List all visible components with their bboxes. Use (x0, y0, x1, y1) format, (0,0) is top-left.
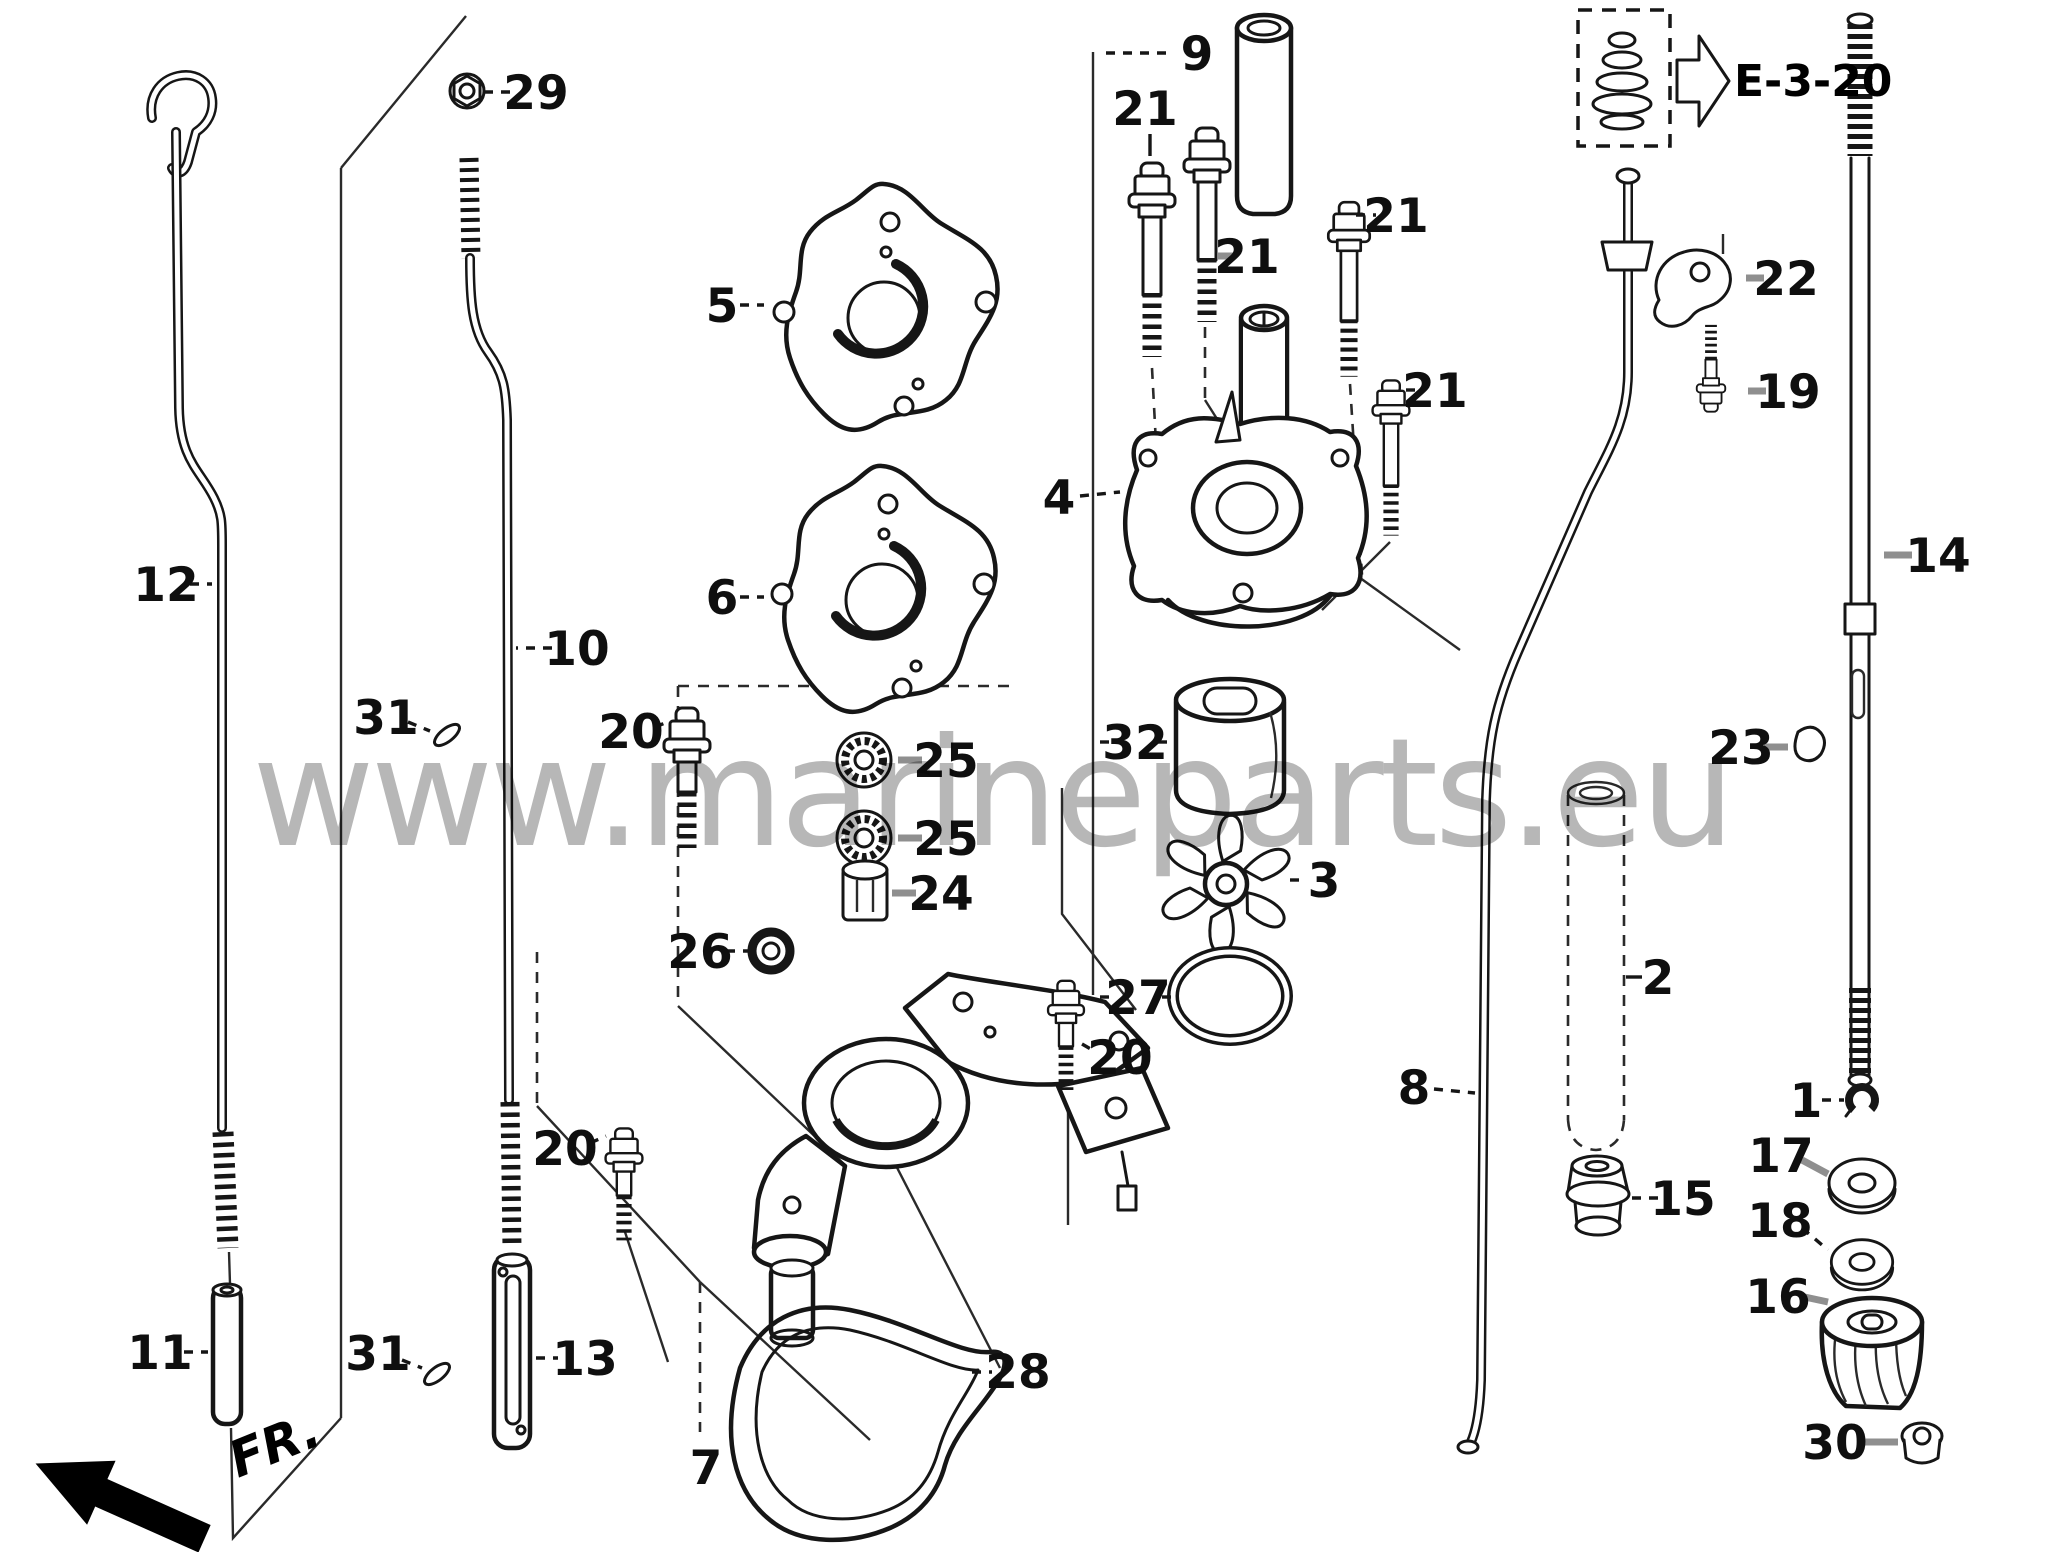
watermark-text: www.marineparts.eu (252, 707, 1732, 881)
part-label-29: 29 (503, 66, 568, 121)
part-label-9: 9 (1181, 27, 1214, 82)
nut-29 (448, 72, 486, 110)
part-label-28: 28 (985, 1345, 1050, 1400)
leader-line (1800, 1226, 1830, 1252)
part-label-18: 18 (1747, 1194, 1812, 1249)
front-direction-marker: FR. (35, 1401, 328, 1552)
pipe-9 (1234, 12, 1294, 217)
leader-line (401, 1358, 423, 1370)
part-label-5: 5 (706, 279, 739, 334)
shift-rod-12 (146, 70, 239, 1249)
bolt-19 (1697, 325, 1726, 412)
shift-rod-8 (1456, 167, 1654, 1455)
part-label-30: 30 (1802, 1416, 1867, 1471)
grommet-part (1591, 31, 1653, 131)
part-label-21: 21 (1363, 189, 1428, 244)
nut-30 (1900, 1421, 1944, 1465)
leader-line (1081, 1042, 1097, 1054)
leader-line (1800, 1156, 1830, 1178)
clamp-22 (1653, 234, 1732, 328)
reference-dashed-box (1576, 8, 1672, 148)
part-label-11: 11 (127, 1326, 192, 1381)
part-label-2: 2 (1642, 951, 1675, 1006)
part-label-17: 17 (1748, 1129, 1813, 1184)
part-label-6: 6 (706, 571, 739, 626)
bearing-24 (841, 859, 889, 922)
vertical-shaft-14 (1843, 12, 1877, 1088)
part-labels: 2912311020562625252420133111728921212121… (127, 27, 1970, 1496)
bolt-21-a (1129, 163, 1175, 357)
link-sleeve-13 (491, 1252, 533, 1451)
leader-line (654, 719, 671, 729)
part-label-4: 4 (1043, 471, 1076, 526)
part-label-20: 20 (532, 1122, 597, 1177)
bushing-15 (1565, 1154, 1631, 1237)
pin-31-lower (423, 1361, 451, 1387)
pump-plate-6 (772, 466, 996, 712)
part-label-25: 25 (913, 812, 978, 867)
gasket-28 (728, 1305, 1007, 1543)
reference-code: E-3-20 (1734, 56, 1892, 107)
part-label-15: 15 (1650, 1172, 1715, 1227)
reference-arrow-icon (1675, 34, 1731, 128)
part-label-22: 22 (1753, 252, 1818, 307)
part-label-19: 19 (1755, 365, 1820, 420)
part-label-25: 25 (913, 734, 978, 789)
part-label-12: 12 (133, 558, 198, 613)
part-label-16: 16 (1745, 1270, 1810, 1325)
part-label-31: 31 (353, 691, 418, 746)
part-label-31: 31 (345, 1327, 410, 1382)
washer-17 (1827, 1157, 1897, 1215)
part-label-20: 20 (1087, 1031, 1152, 1086)
circlip-1 (1844, 1083, 1879, 1118)
part-label-24: 24 (908, 867, 973, 922)
part-label-32: 32 (1102, 716, 1167, 771)
part-label-8: 8 (1398, 1061, 1431, 1116)
part-label-20: 20 (598, 705, 663, 760)
rod-sleeve-11 (210, 1282, 244, 1427)
tube-2 (1566, 780, 1626, 1152)
leader-line (589, 1134, 607, 1145)
part-label-21: 21 (1214, 230, 1279, 285)
reference-block: E-3-20 (1576, 8, 1892, 148)
leader-line (1433, 1087, 1476, 1095)
part-label-14: 14 (1905, 529, 1970, 584)
o-ring-27 (1167, 946, 1293, 1046)
pump-plate-5 (774, 184, 998, 430)
bolt-21-b (1184, 128, 1230, 322)
part-label-26: 26 (667, 925, 732, 980)
fr-arrow-head-icon (35, 1460, 116, 1525)
washer-18 (1829, 1238, 1895, 1292)
leader-line (407, 720, 431, 733)
leader-line (1079, 490, 1121, 498)
pump-base-housing-7 (751, 971, 1171, 1348)
leader-line (1799, 1292, 1829, 1306)
vertical-rod-10 (459, 157, 522, 1249)
pin-31-upper (433, 722, 461, 748)
part-label-23: 23 (1708, 721, 1773, 776)
part-label-27: 27 (1105, 971, 1170, 1026)
part-label-7: 7 (690, 1441, 723, 1496)
part-label-13: 13 (552, 1332, 617, 1387)
part-label-21: 21 (1402, 364, 1467, 419)
grommet-26 (747, 927, 795, 975)
fr-arrow-shaft (90, 1477, 211, 1552)
part-label-21: 21 (1112, 82, 1177, 137)
part-label-3: 3 (1308, 854, 1341, 909)
pinion-gear-16 (1819, 1295, 1925, 1411)
part-label-10: 10 (544, 622, 609, 677)
part-label-1: 1 (1790, 1074, 1823, 1129)
impeller-3 (1161, 813, 1291, 955)
woodruff-key-23 (1793, 725, 1826, 763)
pump-housing-4 (1122, 303, 1369, 629)
